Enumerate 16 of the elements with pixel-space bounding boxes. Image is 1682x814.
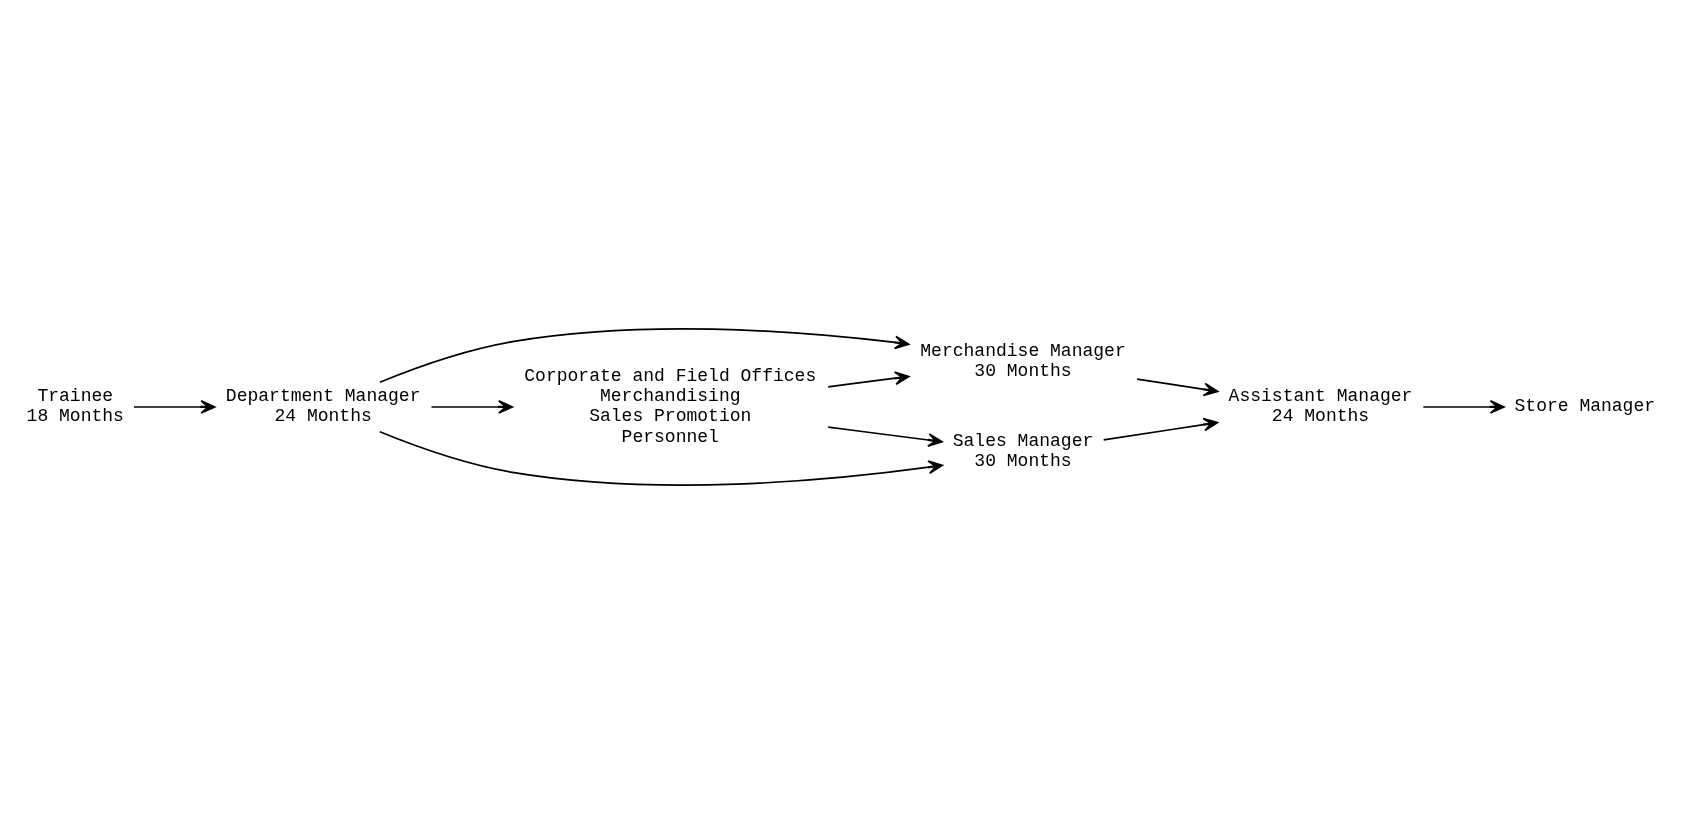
arrow xyxy=(827,371,910,388)
node-text: Merchandise Manager 30 Months xyxy=(920,341,1126,382)
node-text: Sales Manager 30 Months xyxy=(952,431,1094,472)
node-text: Department Manager 24 Months xyxy=(225,386,421,427)
arrow xyxy=(1102,417,1219,441)
arrow xyxy=(133,400,216,414)
arrow xyxy=(378,430,944,486)
arrow xyxy=(1422,400,1505,414)
arrow xyxy=(1136,378,1219,397)
arrow xyxy=(430,400,514,414)
node-text: Corporate and Field Offices Merchandising Sales Promotion Personnel xyxy=(524,365,817,447)
arrow xyxy=(378,328,910,383)
node-text: Trainee 18 Months xyxy=(26,386,124,427)
node-text: Store Manager xyxy=(1514,396,1656,417)
node-text: Assistant Manager 24 Months xyxy=(1228,386,1413,427)
arrow xyxy=(827,426,943,447)
